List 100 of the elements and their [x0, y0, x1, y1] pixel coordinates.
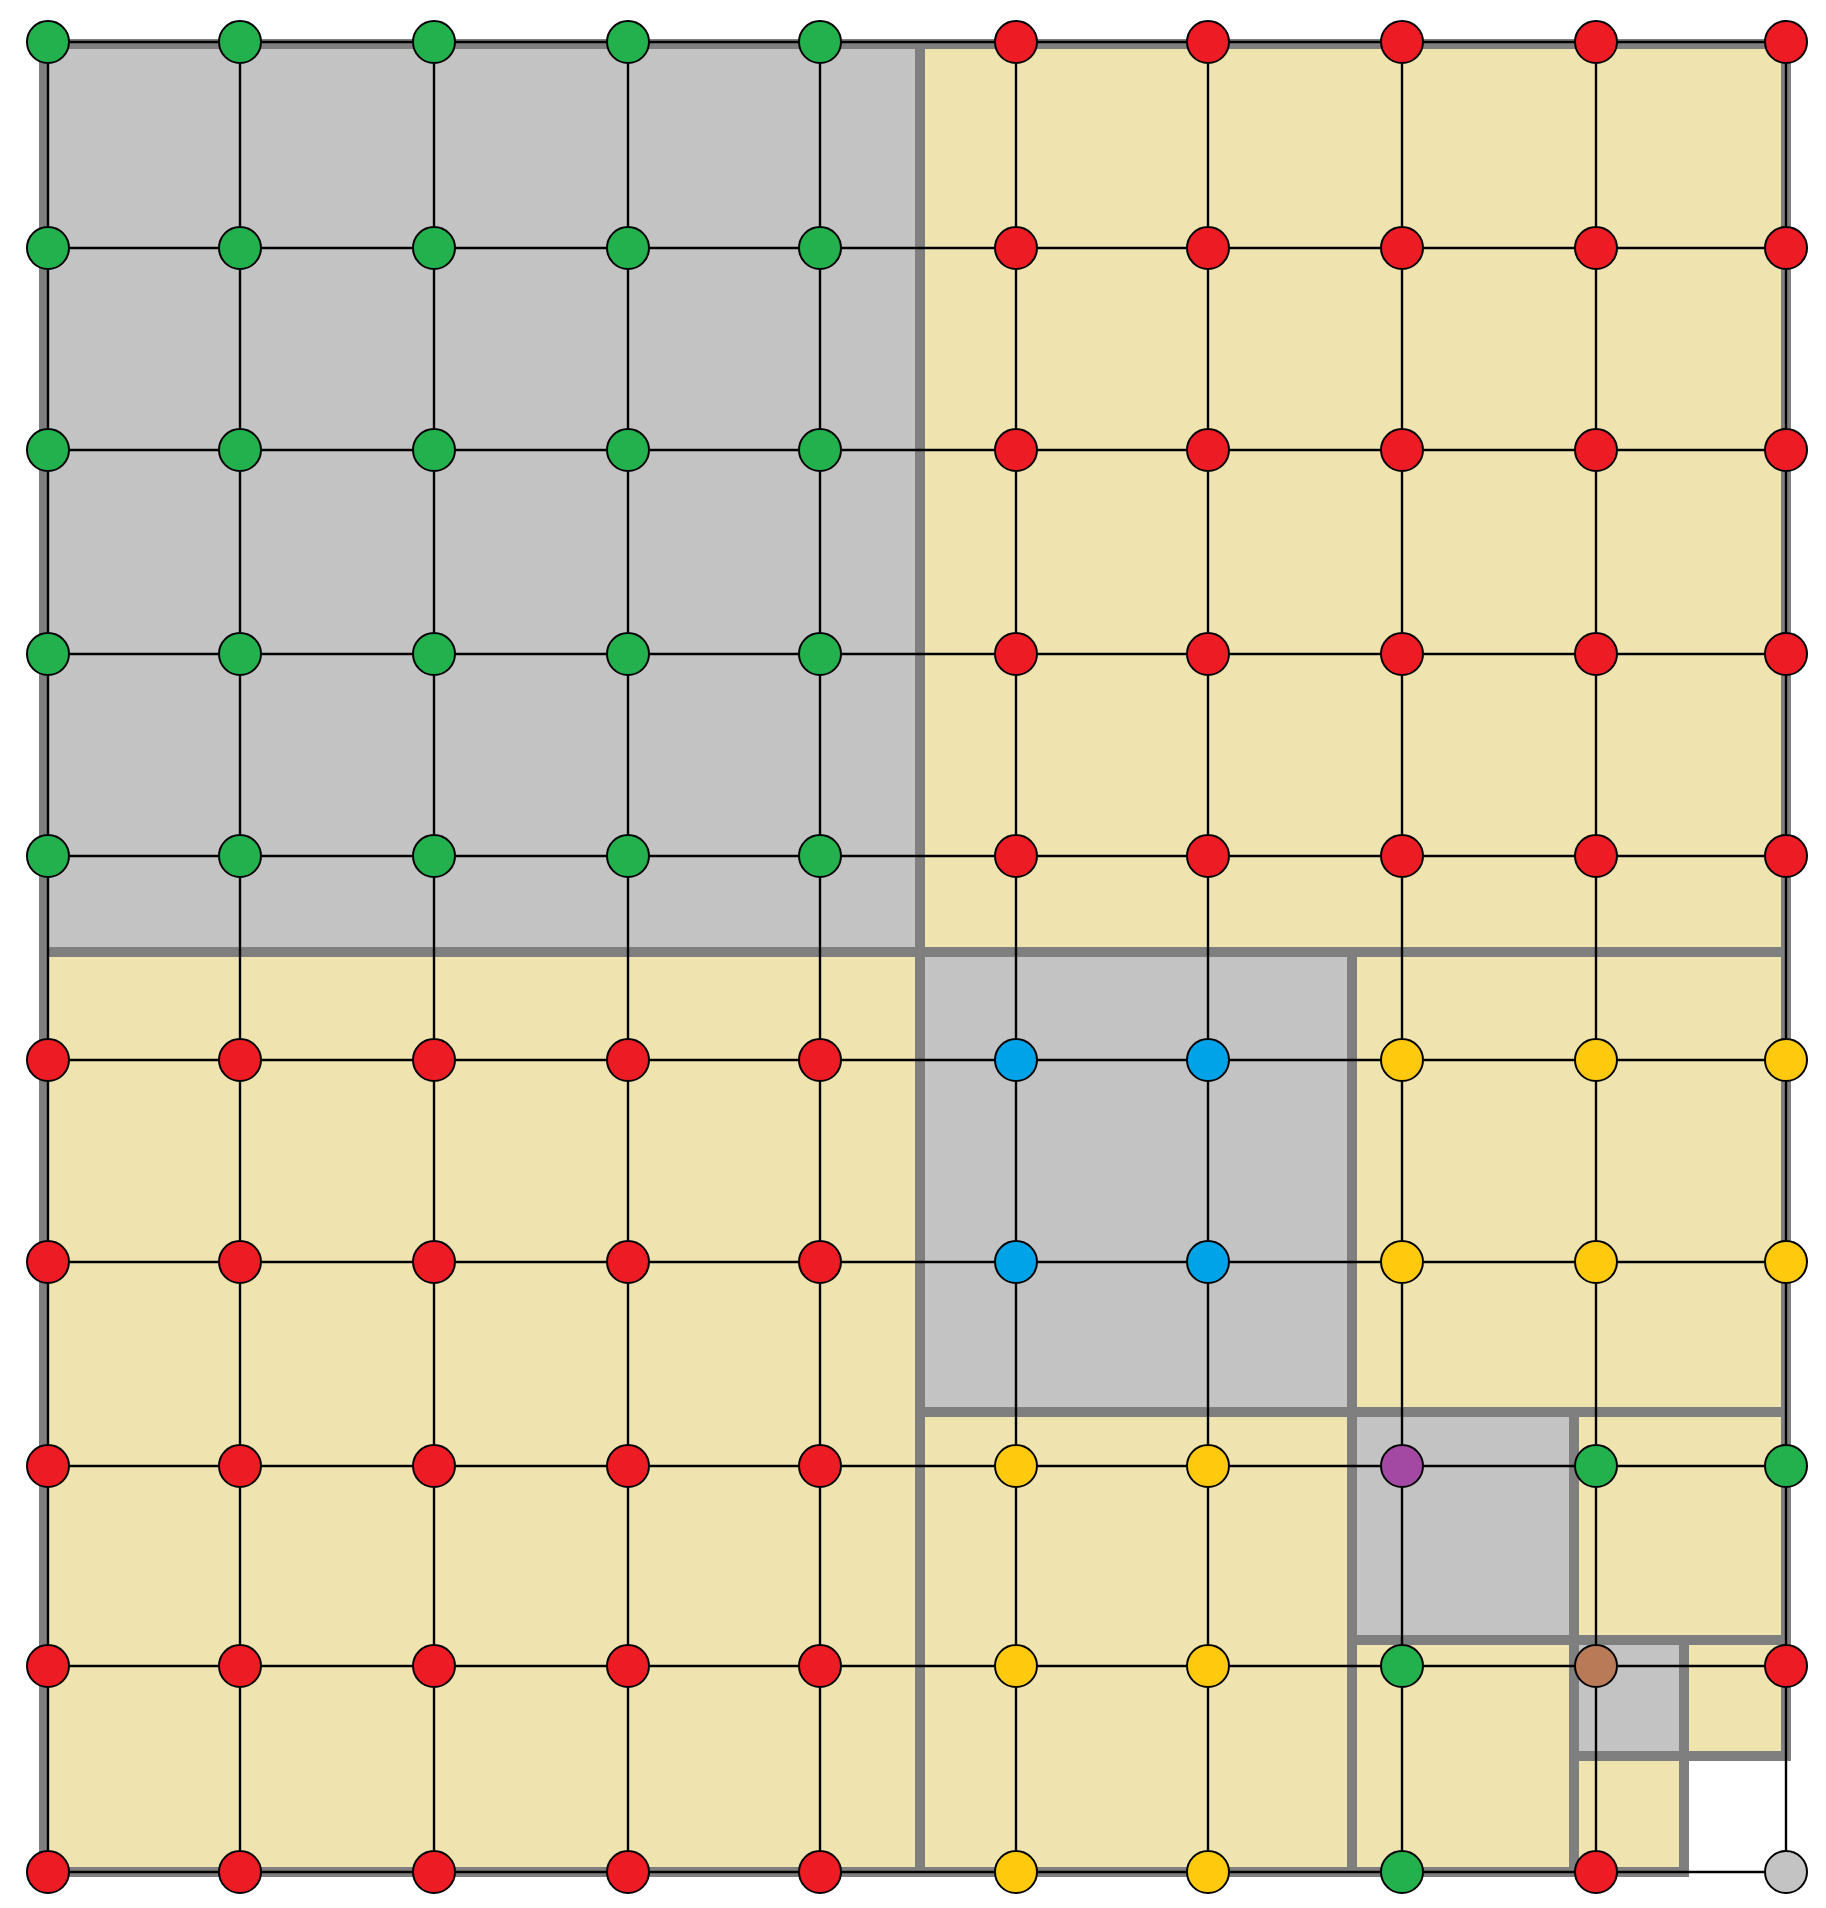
- connector-line: [650, 854, 798, 858]
- connector-line: [262, 1058, 412, 1062]
- connector-line: [842, 1664, 994, 1668]
- connector-line: [650, 1260, 798, 1264]
- connector-line: [1424, 448, 1574, 452]
- connector-line: [1206, 1688, 1210, 1850]
- connector-line: [626, 472, 630, 632]
- circle-node: [1764, 1850, 1808, 1894]
- connector-line: [1594, 878, 1598, 1038]
- connector-line: [238, 1488, 242, 1644]
- connector-line: [70, 1260, 218, 1264]
- connector-line: [70, 246, 218, 250]
- connector-line: [262, 448, 412, 452]
- circle-node: [798, 20, 842, 64]
- connector-line: [1230, 652, 1380, 656]
- connector-line: [818, 676, 822, 834]
- circle-node: [26, 632, 70, 676]
- connector-line: [818, 270, 822, 428]
- connector-line: [1594, 64, 1598, 226]
- connector-line: [1038, 1260, 1186, 1264]
- connector-line: [1784, 676, 1788, 834]
- connector-line: [1594, 1082, 1598, 1240]
- circle-node: [26, 428, 70, 472]
- circle-node: [26, 226, 70, 270]
- connector-line: [238, 1082, 242, 1240]
- connector-line: [1400, 1488, 1404, 1644]
- connector-line: [70, 1870, 218, 1874]
- connector-line: [842, 1260, 994, 1264]
- circle-node: [218, 20, 262, 64]
- circle-node: [26, 1240, 70, 1284]
- connector-line: [456, 1664, 606, 1668]
- connector-line: [842, 1870, 994, 1874]
- connector-line: [1014, 1688, 1018, 1850]
- circle-node: [1186, 20, 1230, 64]
- connector-line: [1618, 448, 1764, 452]
- connector-line: [1400, 1688, 1404, 1850]
- connector-line: [46, 270, 50, 428]
- connector-line: [70, 854, 218, 858]
- connector-line: [238, 1284, 242, 1444]
- connector-line: [818, 64, 822, 226]
- connector-line: [238, 270, 242, 428]
- connector-line: [238, 1688, 242, 1850]
- connector-line: [1784, 878, 1788, 1038]
- connector-line: [456, 448, 606, 452]
- connector-line: [1206, 1082, 1210, 1240]
- connector-line: [238, 878, 242, 1038]
- connector-line: [650, 652, 798, 656]
- connector-line: [1206, 676, 1210, 834]
- connector-line: [262, 1260, 412, 1264]
- connector-line: [842, 40, 994, 44]
- connector-line: [70, 1058, 218, 1062]
- connector-line: [1400, 1284, 1404, 1444]
- connector-line: [1400, 270, 1404, 428]
- connector-line: [1594, 1688, 1598, 1850]
- connector-line: [1038, 448, 1186, 452]
- connector-line: [842, 652, 994, 656]
- connector-line: [432, 270, 436, 428]
- connector-line: [70, 652, 218, 656]
- connector-line: [1424, 1870, 1574, 1874]
- connector-line: [626, 1082, 630, 1240]
- connector-line: [1424, 1260, 1574, 1264]
- connector-line: [46, 676, 50, 834]
- connector-line: [1400, 878, 1404, 1038]
- circle-node: [1764, 226, 1808, 270]
- connector-line: [1230, 40, 1380, 44]
- connector-line: [70, 1464, 218, 1468]
- connector-line: [842, 1464, 994, 1468]
- connector-line: [1400, 64, 1404, 226]
- connector-line: [650, 1870, 798, 1874]
- connector-line: [626, 270, 630, 428]
- connector-line: [1618, 1260, 1764, 1264]
- connector-line: [432, 1488, 436, 1644]
- connector-line: [1594, 676, 1598, 834]
- connector-line: [262, 1870, 412, 1874]
- connector-line: [1230, 1058, 1380, 1062]
- connector-line: [1014, 1082, 1018, 1240]
- connector-line: [1014, 676, 1018, 834]
- connector-line: [238, 64, 242, 226]
- circle-node: [1764, 1038, 1808, 1082]
- connector-line: [1618, 854, 1764, 858]
- connector-line: [1594, 1488, 1598, 1644]
- connector-line: [70, 40, 218, 44]
- connector-line: [432, 1284, 436, 1444]
- connector-line: [1400, 472, 1404, 632]
- connector-line: [46, 472, 50, 632]
- connector-line: [46, 1284, 50, 1444]
- connector-line: [626, 676, 630, 834]
- connector-line: [650, 40, 798, 44]
- connector-line: [456, 652, 606, 656]
- connector-line: [262, 1464, 412, 1468]
- connector-line: [626, 64, 630, 226]
- connector-line: [626, 1284, 630, 1444]
- connector-line: [432, 64, 436, 226]
- connector-line: [818, 878, 822, 1038]
- connector-line: [1038, 1664, 1186, 1668]
- connector-line: [262, 854, 412, 858]
- connector-line: [1014, 270, 1018, 428]
- circle-node: [26, 1444, 70, 1488]
- connector-line: [1784, 1488, 1788, 1644]
- connector-line: [1618, 1870, 1764, 1874]
